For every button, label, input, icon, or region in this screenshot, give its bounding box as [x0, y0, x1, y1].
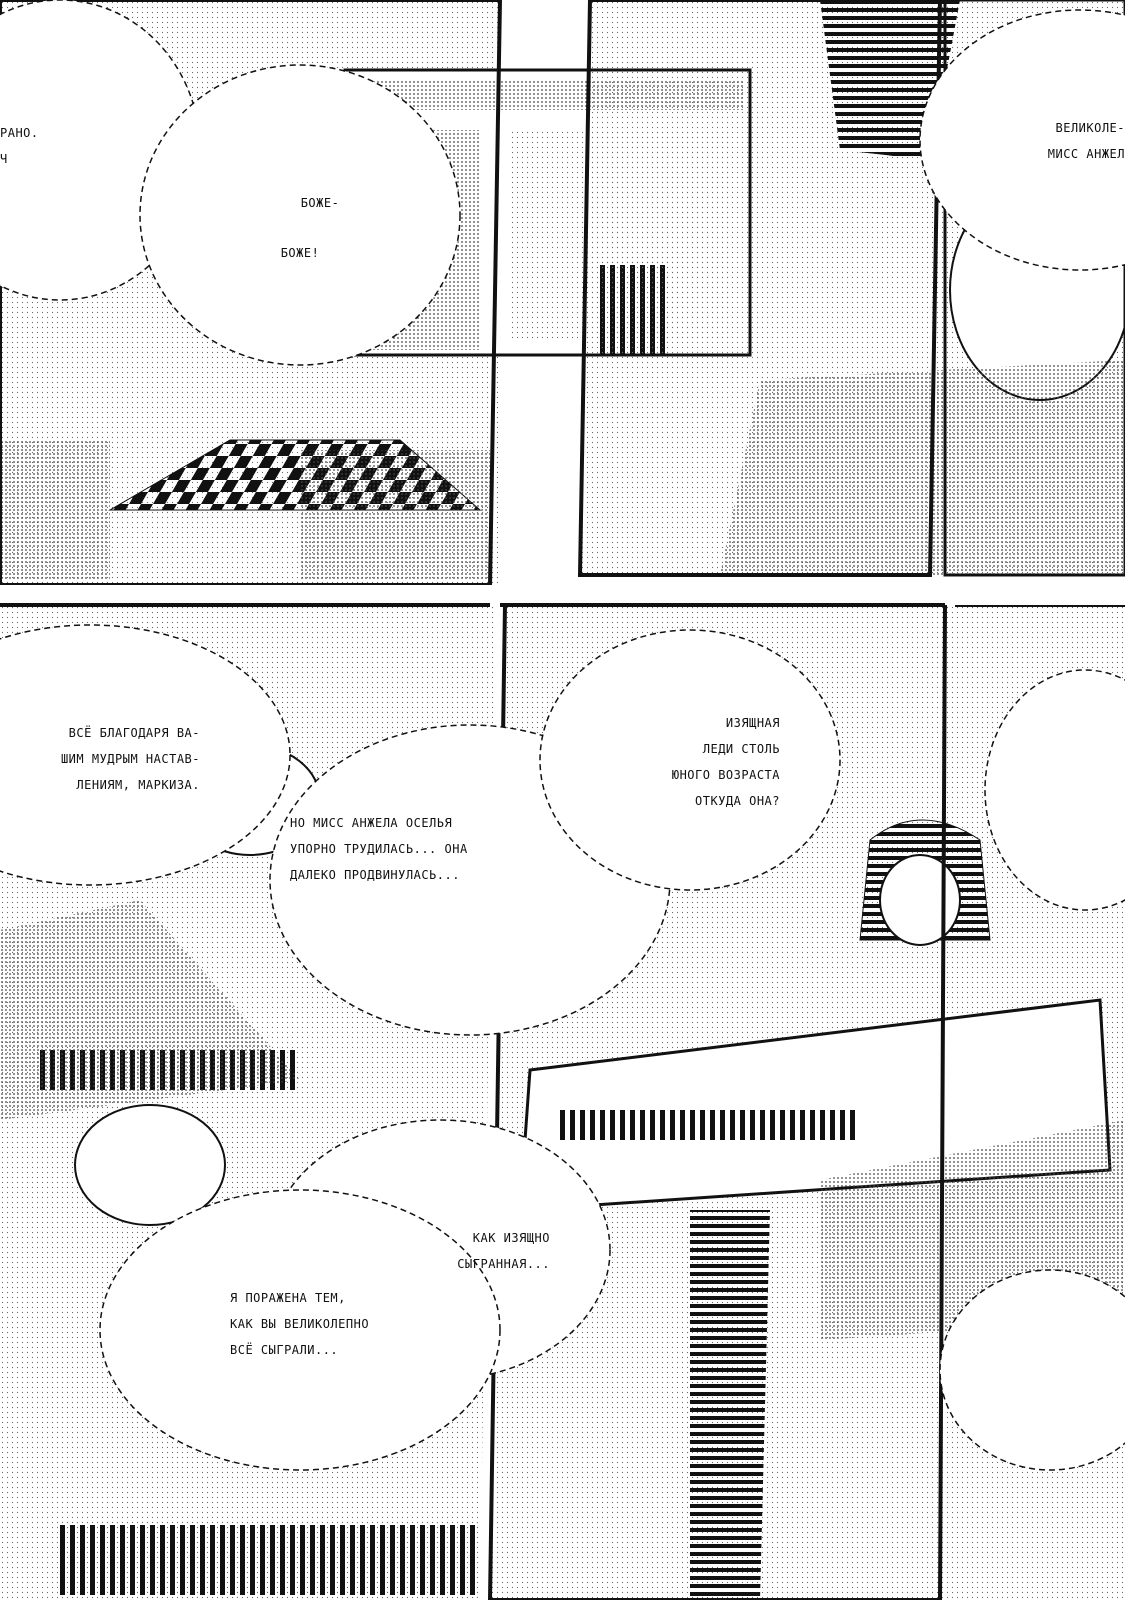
bubble-im-amazed: Я ПОРАЖЕНА ТЕМ, КАК ВЫ ВЕЛИКОЛЕПНО ВСЁ С…	[230, 1291, 370, 1357]
bubble-such-lady: ИЗЯЩНАЯ ЛЕДИ СТОЛЬ ЮНОГО ВОЗРАСТА ОТКУДА…	[671, 716, 780, 808]
bubble-thanks-marquise: ВСЁ БЛАГОДАРЯ ВА- ШИМ МУДРЫМ НАСТАВ- ЛЕН…	[60, 726, 200, 792]
bubble-how-graceful: КАК ИЗЯЩНО СЫГРАННАЯ...	[457, 1231, 550, 1271]
bubble-oh-god-1: БОЖЕ-	[300, 196, 340, 210]
bubble-miss-angela-worked: НО МИСС АНЖЕЛА ОСЕЛЬЯ УПОРНО ТРУДИЛАСЬ..…	[290, 816, 468, 882]
bubble-edge-fragment-2: ВЕЛИКОЛЕ- МИСС АНЖЕЛ	[1047, 121, 1125, 161]
bubble-edge-fragment-1: РАНО. Ч	[0, 126, 39, 166]
bubble-oh-god-2: БОЖЕ!	[280, 246, 320, 260]
speech-bubbles	[0, 0, 1125, 1471]
